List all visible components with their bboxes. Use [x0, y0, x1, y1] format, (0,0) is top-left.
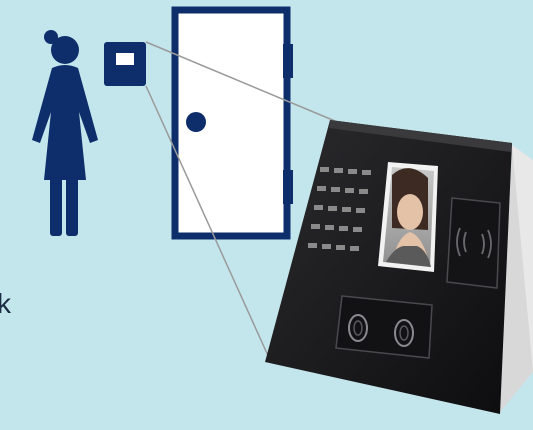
- face-recognition-terminal-icon: [265, 120, 533, 414]
- person-icon: [32, 30, 98, 236]
- card-reader-icon: [104, 42, 146, 86]
- fingerprint-sensor-icon: [336, 296, 432, 358]
- face-photo-icon: [378, 162, 438, 272]
- door-icon: [175, 10, 293, 236]
- edge-text-fragment: k: [0, 288, 16, 320]
- contactless-card-sensor-icon: [447, 198, 500, 288]
- edge-text-glyph: k: [0, 288, 11, 320]
